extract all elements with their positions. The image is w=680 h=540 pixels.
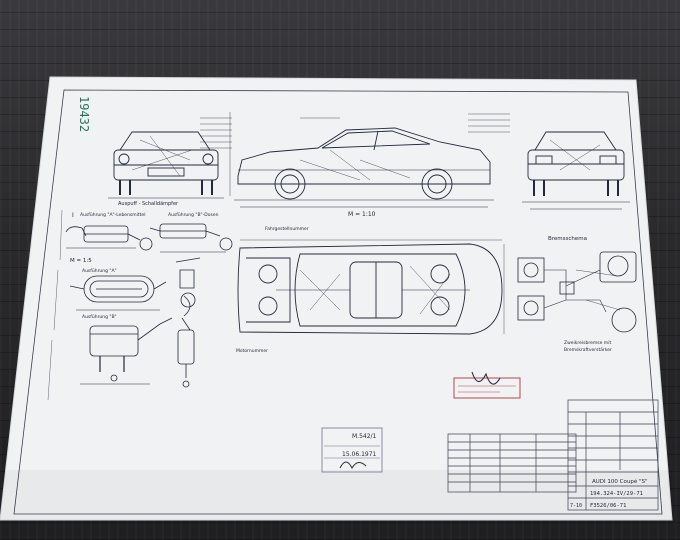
drawing-number: 194.324-IV/29-71 bbox=[590, 491, 643, 497]
drawing-frame bbox=[13, 89, 663, 515]
main-scale: M = 1:10 bbox=[348, 211, 376, 218]
red-stamp bbox=[453, 371, 521, 399]
chassis-number-label: Fahrgestellnummer bbox=[265, 226, 309, 232]
reference-number: F3526/06-71 bbox=[590, 503, 626, 509]
exhaust-drawings bbox=[65, 223, 233, 388]
model-name: AUDI 100 Coupé "S" bbox=[592, 478, 648, 485]
brake-note-1: Zweikreisbremse mit bbox=[564, 340, 611, 346]
top-view-drawing bbox=[237, 239, 505, 335]
margin-notes bbox=[47, 209, 63, 401]
approval-stamp bbox=[321, 427, 383, 473]
brake-schema-title: Bremsschema bbox=[548, 236, 587, 242]
exhaust-b2-label: Ausführung "B" bbox=[82, 314, 117, 320]
paper bbox=[0, 77, 672, 520]
approval-date: 15.06.1971 bbox=[342, 451, 377, 458]
exhaust-title: Auspuff - Schalldämpfer bbox=[118, 201, 179, 207]
rear-view-drawing bbox=[522, 131, 630, 210]
detail-scale: M = 1:5 bbox=[70, 258, 92, 264]
front-view-drawing bbox=[108, 112, 232, 199]
brake-note-2: Bremskraftverstärker bbox=[564, 347, 612, 353]
approval-ref: M.542/1 bbox=[352, 433, 377, 440]
exhaust-b-label: Ausführung "B"-Dosen bbox=[168, 212, 219, 218]
sheet-number: 19432 bbox=[77, 96, 91, 132]
signature-mark bbox=[471, 371, 501, 385]
exhaust-a-label: Ausführung "A"-Lebensmittel bbox=[80, 212, 145, 218]
side-view-drawing bbox=[234, 113, 510, 208]
brake-schema-drawing bbox=[517, 251, 637, 333]
exhaust-a2-label: Ausführung "A" bbox=[82, 268, 117, 274]
sheet-index: 7-10 bbox=[570, 503, 582, 509]
title-block bbox=[447, 399, 659, 511]
section-number: I bbox=[72, 212, 74, 219]
engine-number-label: Motornummer bbox=[236, 348, 268, 354]
